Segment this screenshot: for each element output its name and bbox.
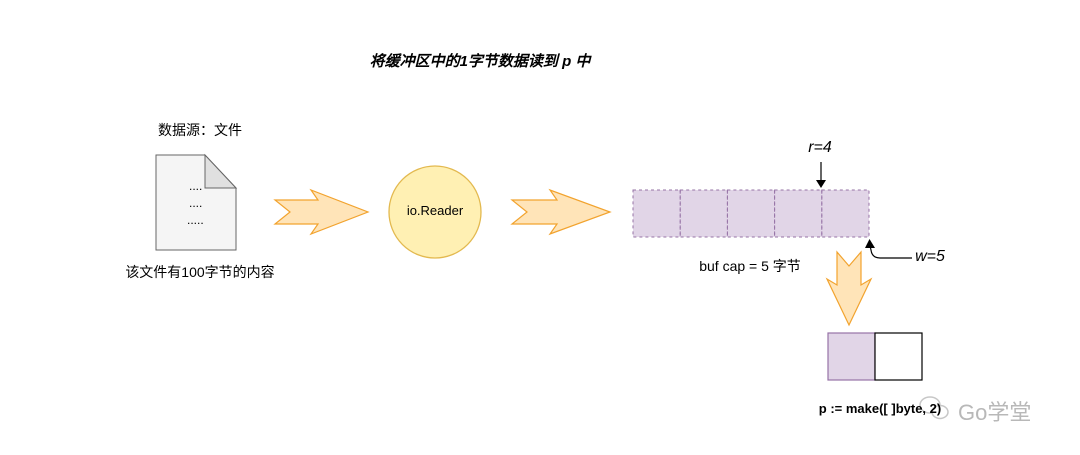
- buffer-cell-2: [726, 189, 776, 238]
- file-icon: .... .... .....: [155, 153, 238, 251]
- file-line-2: ....: [189, 196, 202, 210]
- file-line-1: ....: [189, 179, 202, 193]
- buffer-cell-1: [679, 189, 728, 238]
- buffer-cell-0: [632, 189, 681, 238]
- flow-arrow-file-to-reader: [273, 188, 370, 236]
- diagram-title: 将缓冲区中的1字节数据读到 p 中: [369, 53, 591, 70]
- p-slice: [827, 332, 923, 381]
- buffer-capacity-label: buf cap = 5 字节: [699, 258, 801, 274]
- buffer: [632, 189, 870, 238]
- flow-arrow-buffer-to-p: [825, 250, 873, 327]
- wechat-icon: [919, 396, 949, 420]
- buffer-cell-4: [821, 189, 870, 238]
- file-caption: 该文件有100字节的内容: [125, 264, 275, 280]
- w-pointer-arrow: [865, 239, 912, 259]
- p-slice-label: p := make([ ]byte, 2): [818, 401, 942, 416]
- io-reader-label: io.Reader: [406, 203, 464, 218]
- io-reader-circle: [388, 165, 482, 259]
- data-source-label: 数据源：文件: [158, 122, 242, 138]
- flow-arrow-reader-to-buffer: [510, 188, 612, 236]
- r-index-label: r=4: [808, 139, 832, 156]
- r-pointer-arrow: [816, 162, 826, 188]
- buffer-cell-3: [774, 189, 823, 238]
- watermark-text: Go学堂: [958, 400, 1032, 425]
- file-line-3: .....: [187, 213, 204, 227]
- p-cell-0: [827, 332, 876, 381]
- buffer-background: [633, 190, 869, 237]
- w-index-label: w=5: [915, 248, 945, 265]
- p-cell-1: [874, 332, 923, 381]
